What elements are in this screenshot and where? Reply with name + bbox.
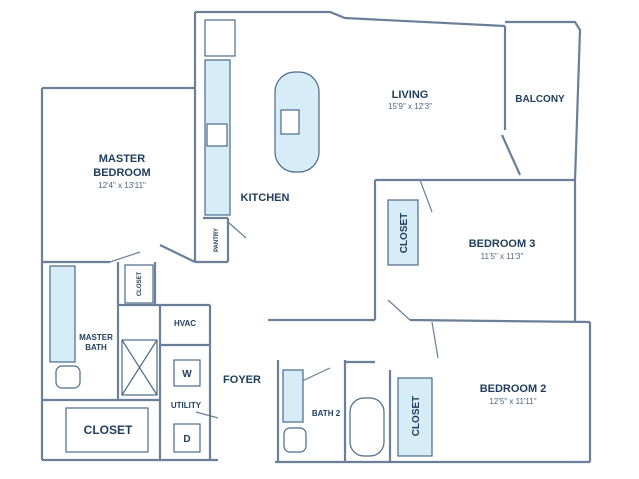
closet-bed2-label: CLOSET [411,396,422,437]
bath2-tub [349,397,385,457]
utility-label: UTILITY [171,401,202,410]
master-bath-label-1: MASTER [79,333,113,342]
bath2-vanity [282,369,304,423]
washer-box [173,359,201,387]
bath2-label: BATH 2 [312,409,341,418]
closet-small-box [124,264,154,304]
bedroom2-label: BEDROOM 2 [480,383,547,395]
sink-icon [280,109,300,135]
kitchen-label: KITCHEN [241,192,290,204]
master-toilet [55,365,81,389]
balcony-label: BALCONY [515,94,565,105]
dryer-label: D [183,434,190,445]
hvac-label: HVAC [174,319,196,328]
master-bedroom-label-1: MASTER [99,153,146,165]
pantry-label: PANTRY [214,228,220,252]
bath2-toilet [283,427,307,453]
bedroom2-dims: 12'5" x 11'11" [489,397,536,406]
master-bedroom-label-2: BEDROOM [93,167,150,179]
closet-bed3-box [387,199,419,266]
bedroom3-dims: 11'5" x 11'3" [481,252,524,261]
closet-master-label: CLOSET [84,423,133,437]
washer-label: W [182,369,192,380]
master-vanity [49,265,76,363]
labels: LIVING 15'9" x 12'3" BALCONY MASTER BEDR… [79,89,565,445]
living-dims: 15'9" x 12'3" [388,102,432,111]
walls [40,10,592,464]
foyer-label: FOYER [223,374,261,386]
closet-master-box [65,407,149,453]
closet-bed2-box [397,377,433,457]
closet-bed3-label: CLOSET [399,213,410,254]
closet-small-label: CLOSET [137,272,143,297]
fridge [204,19,236,57]
master-bath-label-2: BATH [85,343,107,352]
fixtures [49,19,433,457]
bedroom3-label: BEDROOM 3 [469,238,536,250]
master-bedroom-dims: 12'4" x 13'11" [98,181,146,190]
living-label: LIVING [392,89,429,101]
dryer-box [173,423,201,453]
stove-icon [206,123,228,147]
